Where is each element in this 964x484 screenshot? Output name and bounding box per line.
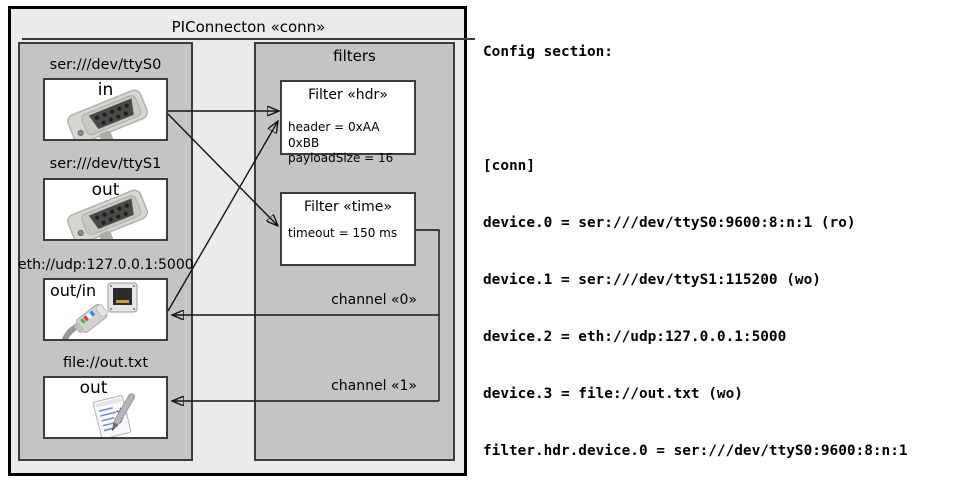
- filter-attribute: payloadSize = 16: [288, 151, 394, 165]
- filter-attribute: header = 0xAA 0xBB: [288, 120, 380, 150]
- serial-connector-icon: [67, 89, 148, 139]
- direction-label: out: [91, 180, 120, 200]
- filter-time-box: Filter «time» timeout = 150 ms: [280, 192, 416, 266]
- diagram-title: PIConnecton «conn»: [22, 16, 475, 40]
- config-line: filter.hdr.device.0 = ser:///dev/ttyS0:9…: [483, 443, 908, 459]
- direction-label: out: [79, 378, 108, 398]
- config-line: device.2 = eth://udp:127.0.0.1:5000: [483, 329, 787, 345]
- device-box-file: out: [43, 376, 168, 439]
- filters-panel-title: filters: [333, 47, 376, 65]
- config-section-header: [conn]: [483, 158, 535, 174]
- channel-1-label: channel «1»: [331, 378, 417, 394]
- filter-time-title: Filter «time»: [304, 199, 392, 215]
- filter-attribute: timeout = 150 ms: [288, 226, 398, 240]
- config-panel: Config section: [conn] device.0 = ser://…: [483, 5, 916, 484]
- device-box-ttys1: out: [43, 178, 168, 241]
- device-label-file: file://out.txt: [62, 355, 149, 371]
- ethernet-port-icon: [107, 282, 138, 313]
- config-line: device.3 = file://out.txt (wo): [483, 386, 743, 402]
- serial-connector-icon: [67, 189, 148, 239]
- filter-hdr-title: Filter «hdr»: [308, 87, 388, 103]
- device-label-ttys1: ser:///dev/ttyS1: [49, 156, 162, 172]
- ethernet-plug-icon: [62, 303, 108, 339]
- config-line: device.0 = ser:///dev/ttyS0:9600:8:n:1 (…: [483, 215, 856, 231]
- direction-label: out/in: [50, 281, 97, 300]
- connection-diagram: PIConnecton «conn» filters ser:///dev/tt…: [0, 0, 480, 484]
- channel-0-label: channel «0»: [331, 292, 417, 308]
- filter-hdr-box: Filter «hdr» header = 0xAA 0xBB payloadS…: [280, 80, 416, 165]
- config-blank-line: [483, 100, 916, 119]
- notepad-icon: [92, 393, 136, 437]
- config-line: device.1 = ser:///dev/ttyS1:115200 (wo): [483, 272, 821, 288]
- config-heading: Config section:: [483, 44, 613, 60]
- device-box-ttys0: in: [43, 78, 168, 141]
- device-box-eth: out/in: [43, 278, 168, 341]
- device-label-ttys0: ser:///dev/ttyS0: [49, 57, 162, 73]
- device-label-eth: eth://udp:127.0.0.1:5000: [18, 257, 194, 273]
- direction-label: in: [97, 80, 114, 100]
